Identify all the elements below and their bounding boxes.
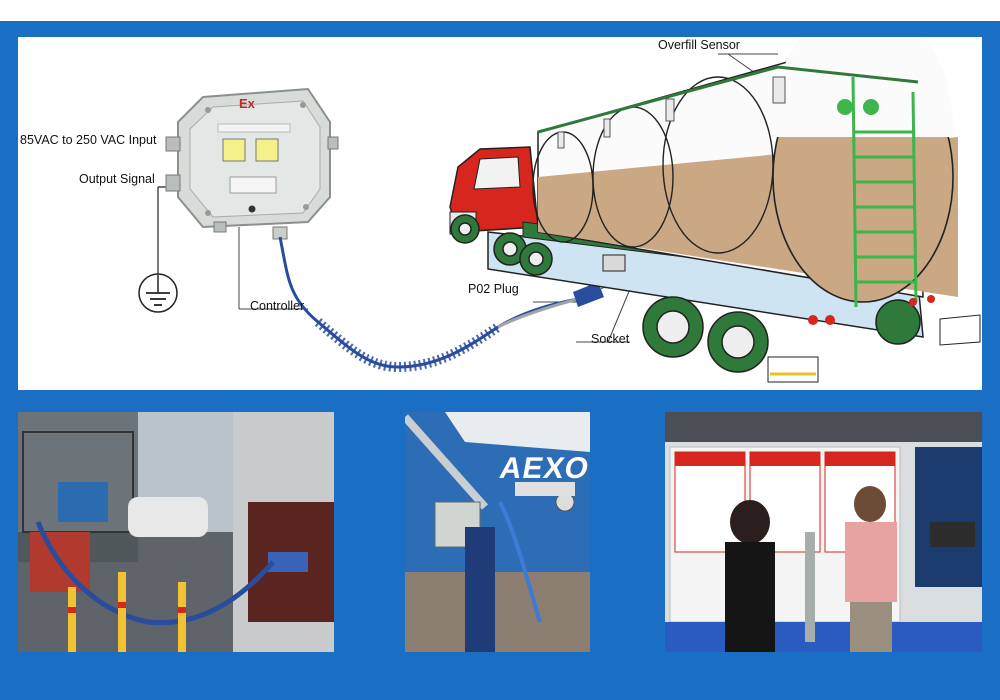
coiled-cable bbox=[278, 236, 604, 373]
diagram-graphics bbox=[138, 37, 981, 383]
controller-label: Controller bbox=[250, 299, 305, 313]
ex-marking: Ex bbox=[239, 96, 255, 111]
plug-label: P02 Plug bbox=[468, 282, 519, 296]
overfill-sensor-label: Overfill Sensor bbox=[658, 38, 740, 52]
tanker-truck bbox=[449, 37, 981, 383]
tanker-truck-loading-photo bbox=[18, 412, 334, 652]
controller-box bbox=[165, 87, 339, 240]
aexo-brand-text: AEXO bbox=[497, 452, 590, 485]
ground-icon bbox=[138, 186, 180, 313]
socket-label: Socket bbox=[591, 332, 630, 346]
output-signal-label: Output Signal bbox=[79, 172, 155, 186]
system-diagram: Overfill Sensor 85VAC to 250 VAC Input O… bbox=[18, 37, 982, 390]
exhibition-equipment-photo: AEXO bbox=[405, 412, 590, 652]
leader-lines bbox=[238, 53, 779, 343]
power-input-label: 85VAC to 250 VAC Input bbox=[20, 133, 157, 147]
trade-show-booth-photo bbox=[665, 412, 982, 652]
